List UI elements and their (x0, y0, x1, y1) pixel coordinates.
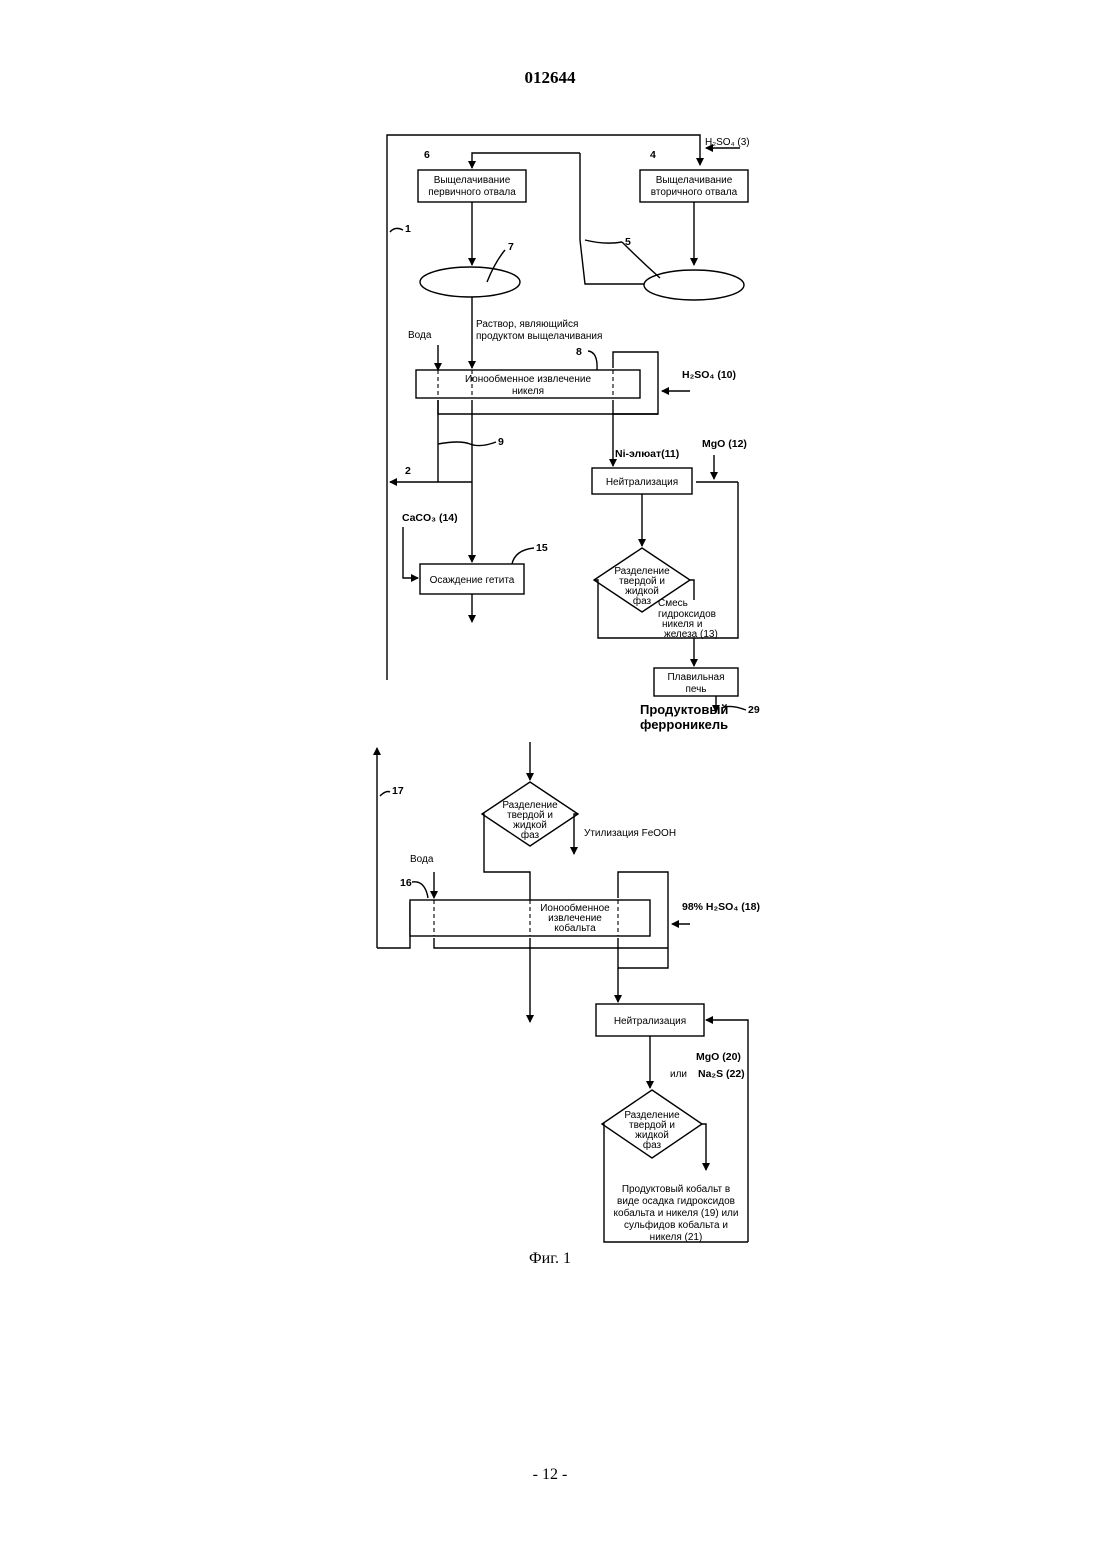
label-16-leader (412, 882, 428, 898)
sep2-right-arrow (702, 1124, 706, 1170)
caco3-label: CaCO₃ (14) (402, 512, 458, 524)
neutralization-top-label: Нейтрализация (606, 477, 678, 488)
label-4: 4 (650, 149, 656, 161)
ion-nickel-line2: никеля (512, 386, 544, 397)
mix-line1: Смесь (658, 598, 688, 609)
furnace-line2: печь (685, 684, 706, 695)
product-line2: ферроникель (640, 717, 728, 732)
line-17-bottom (377, 902, 410, 948)
water-top: Вода (408, 330, 432, 341)
sep-top-line4: фаз (633, 595, 652, 607)
pond-7 (420, 267, 520, 297)
mgo-20-label: MgO (20) (696, 1051, 741, 1063)
label-9-leader (438, 442, 496, 446)
na2s-22-label: Na₂S (22) (698, 1068, 745, 1080)
label-6: 6 (424, 149, 430, 161)
recycle-line-5 (580, 153, 645, 284)
label-29: 29 (748, 704, 760, 716)
ni-eluate-label: Ni-элюат(11) (615, 448, 679, 460)
secondary-leaching-line2: вторичного отвала (651, 187, 738, 198)
solution-line2: продуктом выщелачивания (476, 331, 602, 342)
label-2: 2 (405, 465, 411, 477)
page-number: - 12 - (0, 1466, 1100, 1484)
label-9: 9 (498, 436, 504, 448)
water-bottom: Вода (410, 854, 434, 865)
caco3-arrow (403, 527, 418, 578)
label-5-leader (585, 240, 660, 278)
label-8-leader (588, 351, 597, 370)
label-15-leader (512, 548, 534, 564)
mix-line4: железа (13) (664, 629, 718, 640)
solution-line1: Раствор, являющийся (476, 319, 578, 330)
label-17-leader (380, 792, 390, 797)
cobalt-product-line5: никеля (21) (650, 1232, 703, 1243)
cobalt-product-line2: виде осадка гидроксидов (617, 1196, 735, 1207)
h2so4-10-label: H₂SO₄ (10) (682, 369, 736, 381)
ion-cobalt-line3: кобальта (554, 922, 596, 934)
secondary-leaching-line1: Выщелачивание (656, 175, 733, 186)
feed-primary-line (472, 153, 580, 168)
feooh-label: Утилизация FeOOH (584, 828, 676, 839)
furnace-line1: Плавильная (667, 672, 724, 683)
label-15: 15 (536, 542, 548, 554)
label-7: 7 (508, 241, 514, 253)
label-17: 17 (392, 785, 404, 797)
h2so4-3-label: H₂SO₄ (3) (705, 137, 750, 148)
sep-top-right-line (690, 580, 694, 600)
product-line1: Продуктовый (640, 702, 728, 717)
cobalt-bottom-line (434, 938, 668, 948)
sep-bottom-line4: фаз (521, 829, 540, 841)
label-16: 16 (400, 877, 412, 889)
feooh-arrow (574, 814, 578, 854)
goethite-label: Осаждение гетита (430, 575, 515, 586)
h2so4-18-label: 98% H₂SO₄ (18) (682, 901, 760, 913)
label-1-leader (390, 228, 403, 232)
cobalt-product-line1: Продуктовый кобальт в (622, 1183, 730, 1195)
neutralization-bottom-label: Нейтрализация (614, 1016, 686, 1027)
cobalt-product-line4: сульфидов кобальта и (624, 1219, 728, 1231)
cobalt-product-line3: кобальта и никеля (19) или (614, 1207, 739, 1219)
ion-nickel-line1: Ионообменное извлечение (465, 373, 591, 385)
label-8: 8 (576, 346, 582, 358)
primary-leaching-line1: Выщелачивание (434, 175, 511, 186)
label-1: 1 (405, 223, 411, 235)
or-label: или (670, 1069, 687, 1080)
mgo-12-label: MgO (12) (702, 438, 747, 450)
primary-leaching-line2: первичного отвала (428, 187, 516, 198)
nickel-bottom-line (438, 400, 658, 414)
sep2-line4: фаз (643, 1139, 662, 1151)
pond-secondary (644, 270, 744, 300)
figure-caption: Фиг. 1 (0, 1250, 1100, 1268)
